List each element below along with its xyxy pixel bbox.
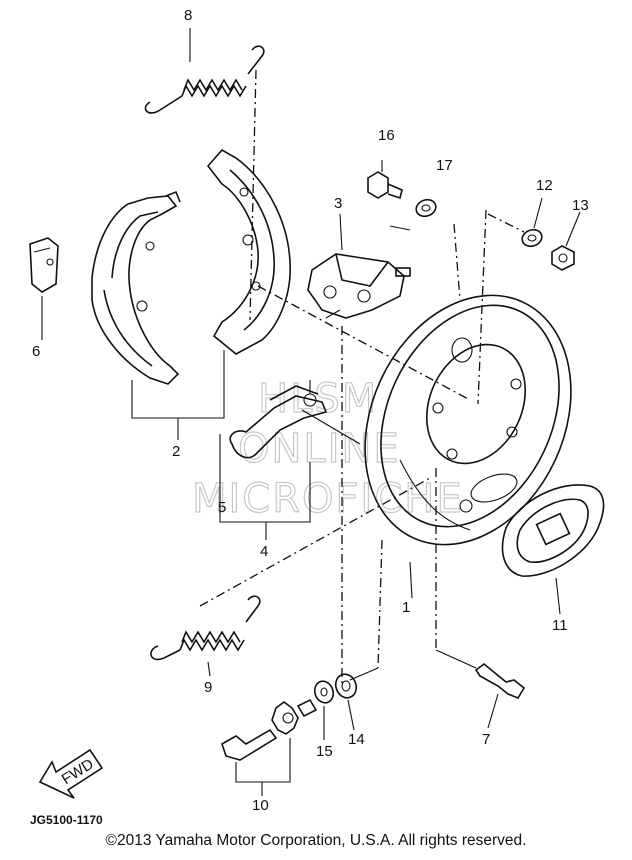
washer-14 xyxy=(334,673,358,699)
washer-17 xyxy=(415,198,437,218)
callout-1: 1 xyxy=(402,599,410,616)
watermark-line-1: HLSM xyxy=(258,376,378,422)
callout-11: 11 xyxy=(552,617,568,634)
leader-lines xyxy=(41,69,581,796)
anchor-pin xyxy=(474,662,526,699)
callout-3: 3 xyxy=(334,195,342,212)
callout-10: 10 xyxy=(252,797,269,814)
forward-arrow-icon: FWD xyxy=(38,748,104,799)
callout-5: 5 xyxy=(218,499,226,516)
return-spring-lower xyxy=(150,595,261,661)
shoe-clip xyxy=(29,237,59,293)
callout-17: 17 xyxy=(436,157,453,174)
callout-7: 7 xyxy=(482,731,490,748)
bleed-screw xyxy=(367,160,403,200)
brake-lever-assembly xyxy=(229,380,361,459)
callout-15: 15 xyxy=(316,743,333,760)
callout-9: 9 xyxy=(204,679,212,696)
callout-12: 12 xyxy=(536,177,553,194)
lock-washer-12 xyxy=(521,228,543,248)
callout-numbers: 8 16 17 12 13 3 6 2 5 4 1 11 9 7 14 15 1… xyxy=(32,7,589,814)
callout-6: 6 xyxy=(32,343,40,360)
backing-plate xyxy=(364,294,572,546)
callout-2: 2 xyxy=(172,443,180,460)
callout-13: 13 xyxy=(572,197,589,214)
wheel-cylinder xyxy=(307,253,411,319)
brake-shoe-right xyxy=(206,148,291,355)
adjuster-bolt xyxy=(221,698,318,761)
callout-14: 14 xyxy=(348,731,365,748)
grommet xyxy=(501,484,605,577)
watermark-line-2: ONLINE xyxy=(238,426,401,472)
return-spring-upper xyxy=(144,28,265,114)
brake-shoe-left xyxy=(91,190,181,385)
washer-15 xyxy=(313,680,335,704)
nut-13 xyxy=(551,245,575,271)
part-code: JG5100-1170 xyxy=(30,813,103,827)
callout-8: 8 xyxy=(184,7,192,24)
watermark: HLSM ONLINE MICROFICHE xyxy=(191,375,464,522)
copyright-notice: ©2013 Yamaha Motor Corporation, U.S.A. A… xyxy=(105,832,527,849)
callout-4: 4 xyxy=(260,543,268,560)
watermark-line-3: MICROFICHE xyxy=(192,476,464,522)
callout-16: 16 xyxy=(378,127,395,144)
